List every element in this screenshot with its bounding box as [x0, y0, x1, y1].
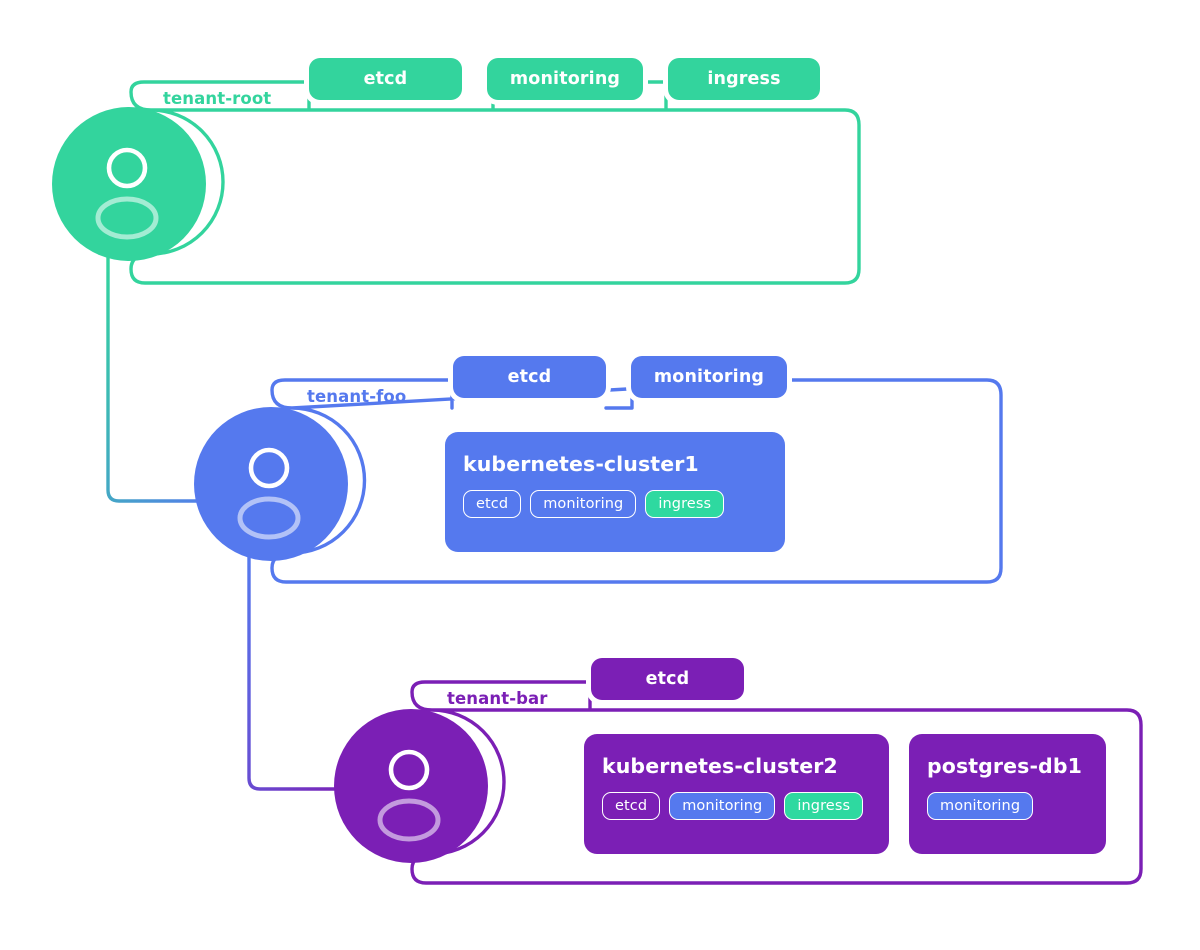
chip-etcd[interactable]: etcd: [463, 490, 522, 518]
user-avatar-icon: [194, 407, 348, 561]
tenant-foo-label: tenant-foo: [307, 387, 407, 406]
tenant-root-service-etcd[interactable]: etcd: [309, 58, 462, 100]
tenant-bar-avatar[interactable]: [334, 709, 488, 863]
resource-chip-row: monitoring: [927, 792, 1088, 820]
resource-card-title: kubernetes-cluster2: [602, 754, 838, 778]
resource-card-title: postgres-db1: [927, 754, 1082, 778]
chip-ingress[interactable]: ingress: [645, 490, 725, 518]
chip-monitoring[interactable]: monitoring: [669, 792, 776, 820]
connector-foo-to-bar: [247, 554, 354, 791]
tenant-bar-service-etcd[interactable]: etcd: [591, 658, 744, 700]
resource-card-title: kubernetes-cluster1: [463, 452, 699, 476]
chip-etcd[interactable]: etcd: [602, 792, 661, 820]
tenant-root-avatar[interactable]: [52, 107, 206, 261]
user-avatar-icon: [52, 107, 206, 261]
tenant-root-outline: [129, 80, 861, 285]
chip-monitoring[interactable]: monitoring: [530, 490, 637, 518]
tenant-foo-service-etcd[interactable]: etcd: [453, 356, 606, 398]
tenant-foo-service-monitoring[interactable]: monitoring: [631, 356, 787, 398]
tenant-foo-avatar[interactable]: [194, 407, 348, 561]
resource-card-postgres-db1[interactable]: postgres-db1 monitoring: [909, 734, 1106, 854]
resource-card-kubernetes-cluster2[interactable]: kubernetes-cluster2 etcd monitoring ingr…: [584, 734, 889, 854]
tenant-root-service-ingress[interactable]: ingress: [668, 58, 820, 100]
chip-monitoring[interactable]: monitoring: [927, 792, 1034, 820]
chip-ingress[interactable]: ingress: [784, 792, 864, 820]
tenant-bar-label: tenant-bar: [447, 689, 548, 708]
user-avatar-icon: [334, 709, 488, 863]
connector-root-to-foo: [106, 254, 216, 503]
tenant-root-label: tenant-root: [163, 89, 272, 108]
resource-chip-row: etcd monitoring ingress: [463, 490, 767, 518]
resource-card-kubernetes-cluster1[interactable]: kubernetes-cluster1 etcd monitoring ingr…: [445, 432, 785, 552]
resource-chip-row: etcd monitoring ingress: [602, 792, 871, 820]
tenant-root-service-monitoring[interactable]: monitoring: [487, 58, 643, 100]
